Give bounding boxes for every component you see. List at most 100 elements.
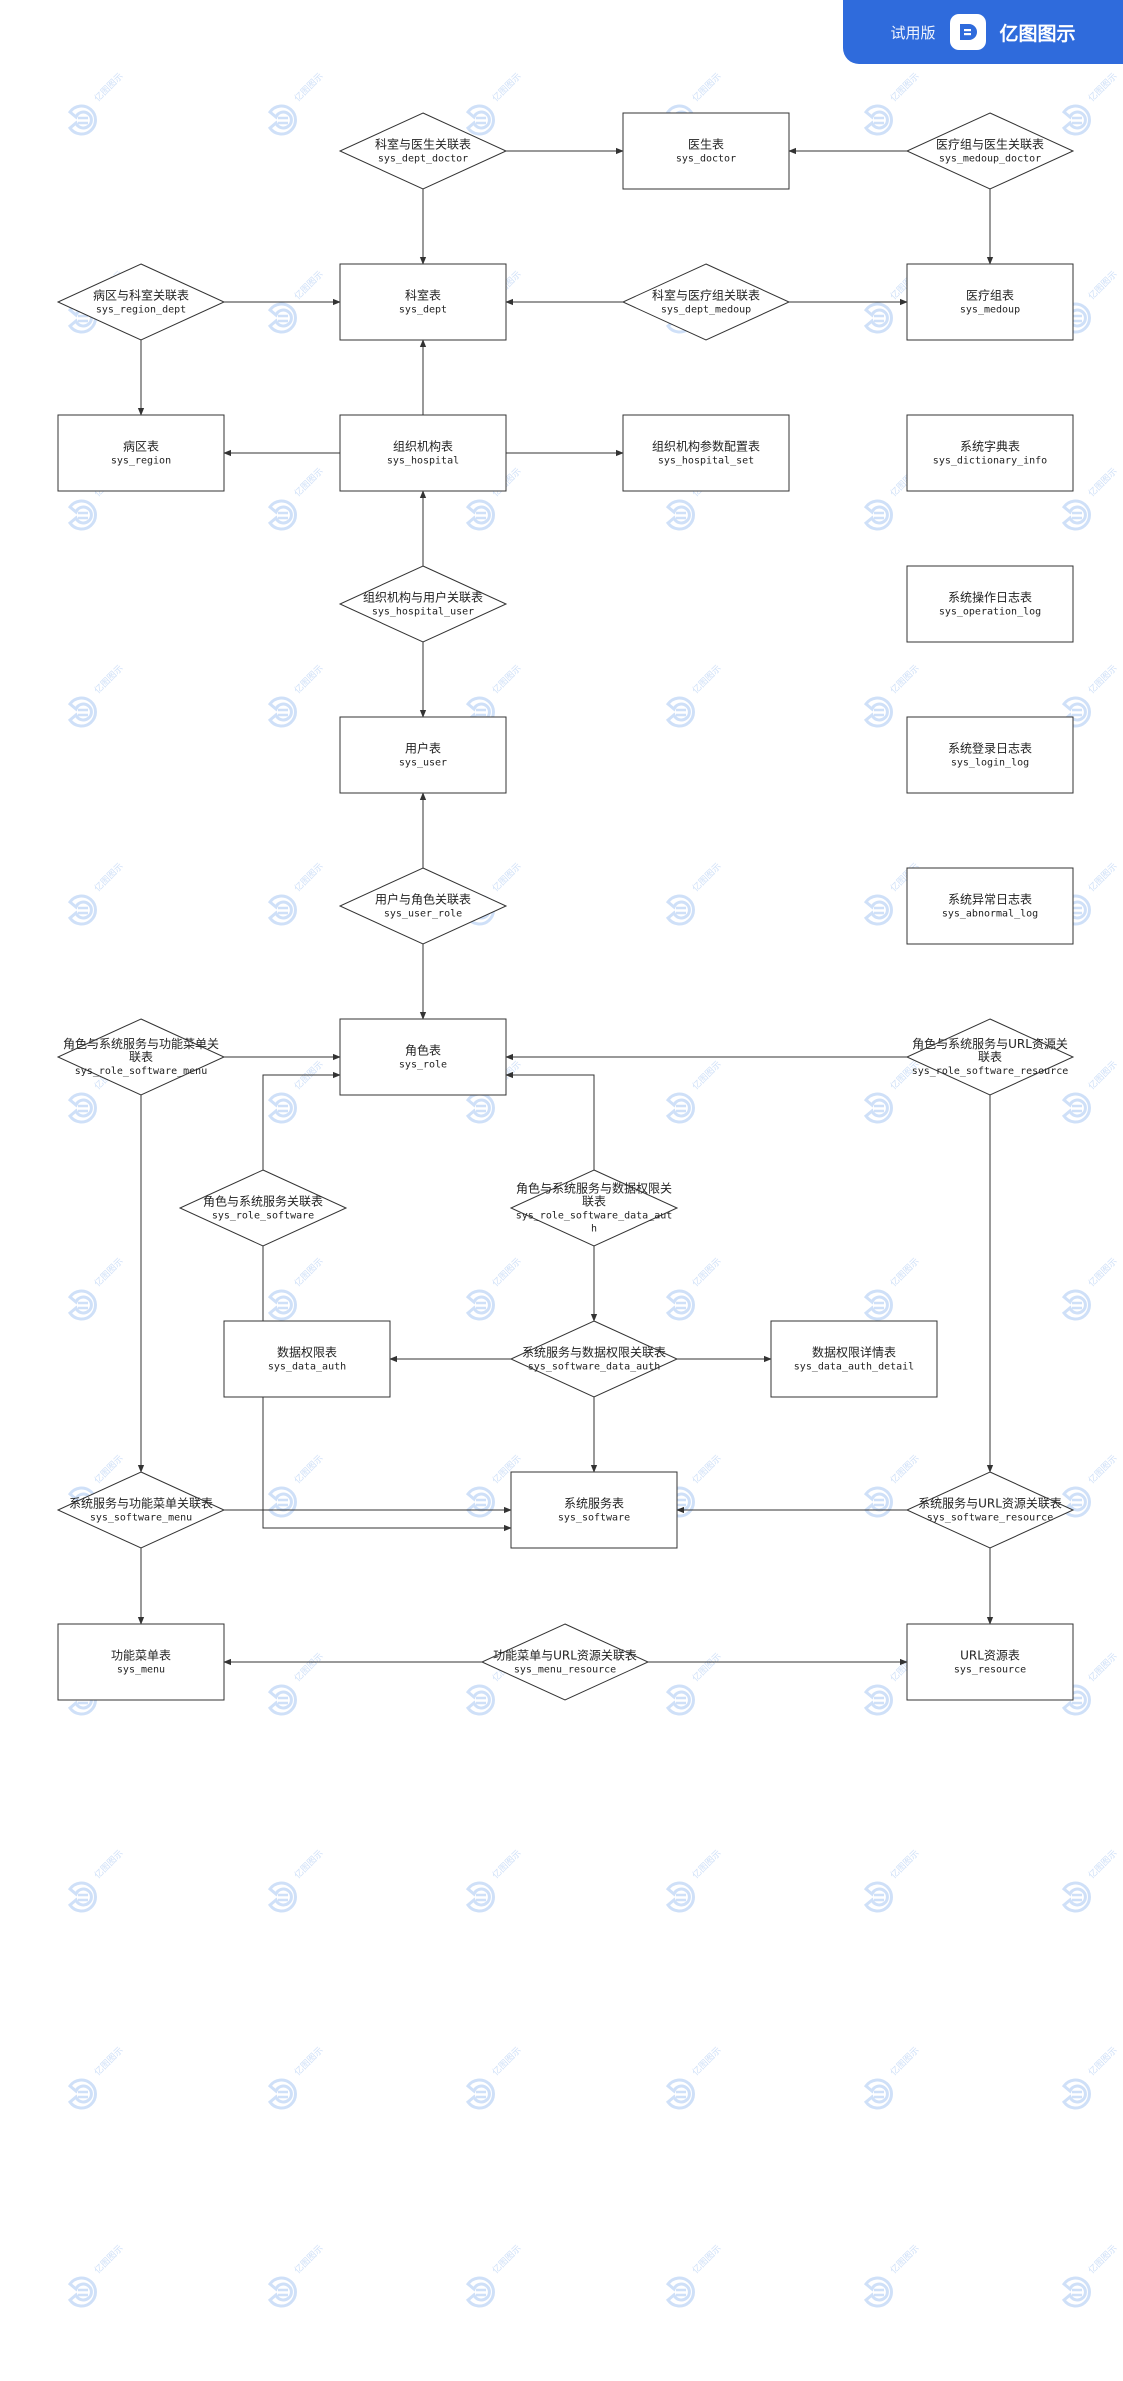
watermark-text: 亿图图示 bbox=[490, 1255, 524, 1289]
watermark-text: 亿图图示 bbox=[490, 860, 524, 894]
node-doctor[interactable]: 医生表 sys_doctor bbox=[622, 112, 790, 190]
node-role-software-data-auth[interactable]: 角色与系统服务与数据权限关联表sys_role_software_data_au… bbox=[509, 1169, 679, 1247]
watermark-text: 亿图图示 bbox=[1086, 70, 1120, 104]
watermark-text: 亿图图示 bbox=[1086, 1847, 1120, 1881]
watermark-text: 亿图图示 bbox=[92, 2044, 126, 2078]
watermark-logo-icon: 亿图图示 bbox=[267, 1452, 326, 1518]
node-table-name: sys_dept_doctor bbox=[378, 154, 468, 165]
node-dictionary[interactable]: 系统字典表 sys_dictionary_info bbox=[906, 414, 1074, 492]
relation-diamond bbox=[905, 1018, 1075, 1096]
watermark-text: 亿图图示 bbox=[92, 70, 126, 104]
node-label: 功能菜单与URL资源关联表 bbox=[493, 1649, 637, 1663]
watermark-text: 亿图图示 bbox=[92, 1255, 126, 1289]
node-label: 科室表 bbox=[405, 288, 441, 303]
trial-label: 试用版 bbox=[890, 23, 936, 42]
watermark-text: 亿图图示 bbox=[92, 2242, 126, 2276]
watermark-logo-icon: 亿图图示 bbox=[1061, 2242, 1120, 2308]
node-role-software-resource[interactable]: 角色与系统服务与URL资源关联表sys_role_software_resour… bbox=[905, 1018, 1075, 1096]
watermark-text: 亿图图示 bbox=[1086, 1452, 1120, 1486]
watermark-text: 亿图图示 bbox=[888, 2044, 922, 2078]
watermark-logo-icon: 亿图图示 bbox=[863, 2044, 922, 2110]
relation-diamond bbox=[905, 112, 1075, 190]
entity-box bbox=[223, 1320, 391, 1398]
node-label: 系统服务与URL资源关联表 bbox=[918, 1496, 1062, 1511]
relation-diamond bbox=[338, 565, 508, 643]
node-table-name: sys_doctor bbox=[676, 154, 736, 165]
node-label: 病区与科室关联表 bbox=[93, 288, 189, 303]
watermark-logo-icon: 亿图图示 bbox=[67, 860, 126, 926]
watermark-text: 亿图图示 bbox=[490, 662, 524, 696]
watermark-text: 亿图图示 bbox=[292, 860, 326, 894]
watermark-text: 亿图图示 bbox=[690, 1452, 724, 1486]
relation-diamond bbox=[621, 263, 791, 341]
trial-badge[interactable]: 试用版 亿图图示 bbox=[843, 0, 1123, 64]
node-label: 系统服务与数据权限关联表 bbox=[522, 1345, 666, 1360]
node-label: 联表 bbox=[582, 1195, 606, 1209]
watermark-text: 亿图图示 bbox=[292, 2044, 326, 2078]
node-label: 医生表 bbox=[688, 138, 724, 152]
relation-diamond bbox=[56, 263, 226, 341]
watermark-text: 亿图图示 bbox=[292, 2242, 326, 2276]
node-table-name: sys_menu bbox=[117, 1665, 165, 1676]
node-table-name: sys_role_software_resource bbox=[912, 1066, 1069, 1077]
entity-box bbox=[770, 1320, 938, 1398]
watermark-text: 亿图图示 bbox=[292, 1255, 326, 1289]
relation-diamond bbox=[509, 1169, 679, 1247]
watermark-text: 亿图图示 bbox=[888, 1847, 922, 1881]
entity-box bbox=[622, 112, 790, 190]
node-label: 病区表 bbox=[123, 439, 159, 454]
watermark-text: 亿图图示 bbox=[1086, 2242, 1120, 2276]
node-label: 系统字典表 bbox=[960, 439, 1020, 454]
watermark-logo-icon: 亿图图示 bbox=[665, 1650, 724, 1716]
edge-role_software_data_auth-to-role bbox=[505, 1071, 595, 1170]
node-software-resource[interactable]: 系统服务与URL资源关联表 sys_software_resource bbox=[905, 1471, 1075, 1549]
node-table-name: sys_dictionary_info bbox=[933, 456, 1047, 467]
entity-box bbox=[906, 1623, 1074, 1701]
watermark-text: 亿图图示 bbox=[690, 1847, 724, 1881]
node-table-name: sys_resource bbox=[954, 1665, 1026, 1676]
watermark-logo-icon: 亿图图示 bbox=[267, 1058, 326, 1124]
relation-diamond bbox=[178, 1169, 348, 1247]
node-label: 组织机构表 bbox=[393, 439, 453, 454]
node-label: 系统服务与功能菜单关联表 bbox=[69, 1496, 213, 1511]
watermark-text: 亿图图示 bbox=[690, 860, 724, 894]
watermark-text: 亿图图示 bbox=[490, 70, 524, 104]
watermark-text: 亿图图示 bbox=[92, 1847, 126, 1881]
node-label: 联表 bbox=[129, 1050, 153, 1064]
node-table-name: sys_software_resource bbox=[927, 1513, 1053, 1524]
watermark-logo-icon: 亿图图示 bbox=[465, 2242, 524, 2308]
node-label: 角色表 bbox=[405, 1044, 441, 1058]
node-label: 用户与角色关联表 bbox=[375, 892, 471, 907]
watermark-logo-icon: 亿图图示 bbox=[665, 1255, 724, 1321]
watermark-logo-icon: 亿图图示 bbox=[1061, 1058, 1120, 1124]
watermark-logo-icon: 亿图图示 bbox=[665, 1058, 724, 1124]
node-label: 角色与系统服务关联表 bbox=[203, 1194, 323, 1209]
watermark-logo-icon: 亿图图示 bbox=[863, 1452, 922, 1518]
